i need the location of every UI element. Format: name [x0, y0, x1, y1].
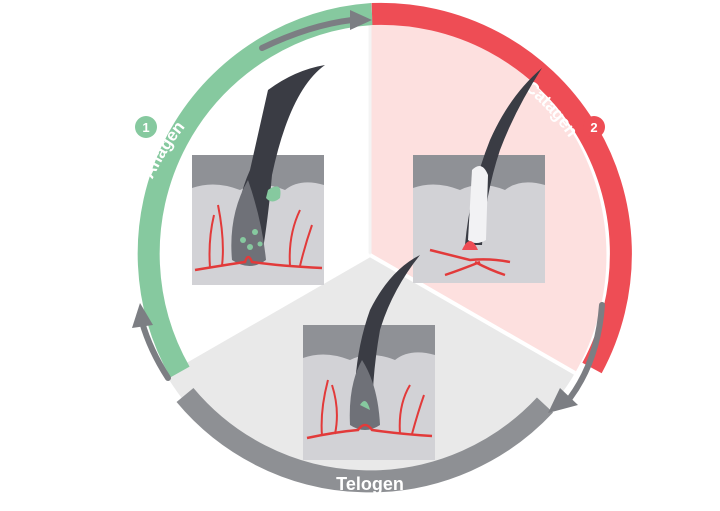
cycle-arrow-icon — [139, 319, 171, 381]
cycle-arrows — [132, 10, 605, 413]
phase-2-badge — [583, 116, 605, 138]
hair-follicle-anagen-icon — [192, 65, 325, 285]
hair-follicle-telogen-icon — [303, 255, 435, 460]
cycle-arrow-icon — [259, 17, 355, 51]
hair-follicle-catagen-icon — [413, 68, 545, 283]
sector-divider — [164, 253, 371, 375]
phase-1-number: 1 — [142, 120, 149, 135]
phase-2-number: 2 — [590, 120, 597, 135]
telogen-ring — [176, 387, 554, 493]
cycle-arrow-icon — [548, 388, 578, 413]
phase-number-badges: 1 2 — [135, 116, 605, 138]
cycle-arrow-icon — [567, 302, 605, 401]
cycle-arrow-icon — [350, 10, 372, 30]
telogen-label: Telogen — [336, 474, 404, 494]
phase-1-badge — [135, 116, 157, 138]
cycle-arrow-icon — [132, 303, 153, 328]
